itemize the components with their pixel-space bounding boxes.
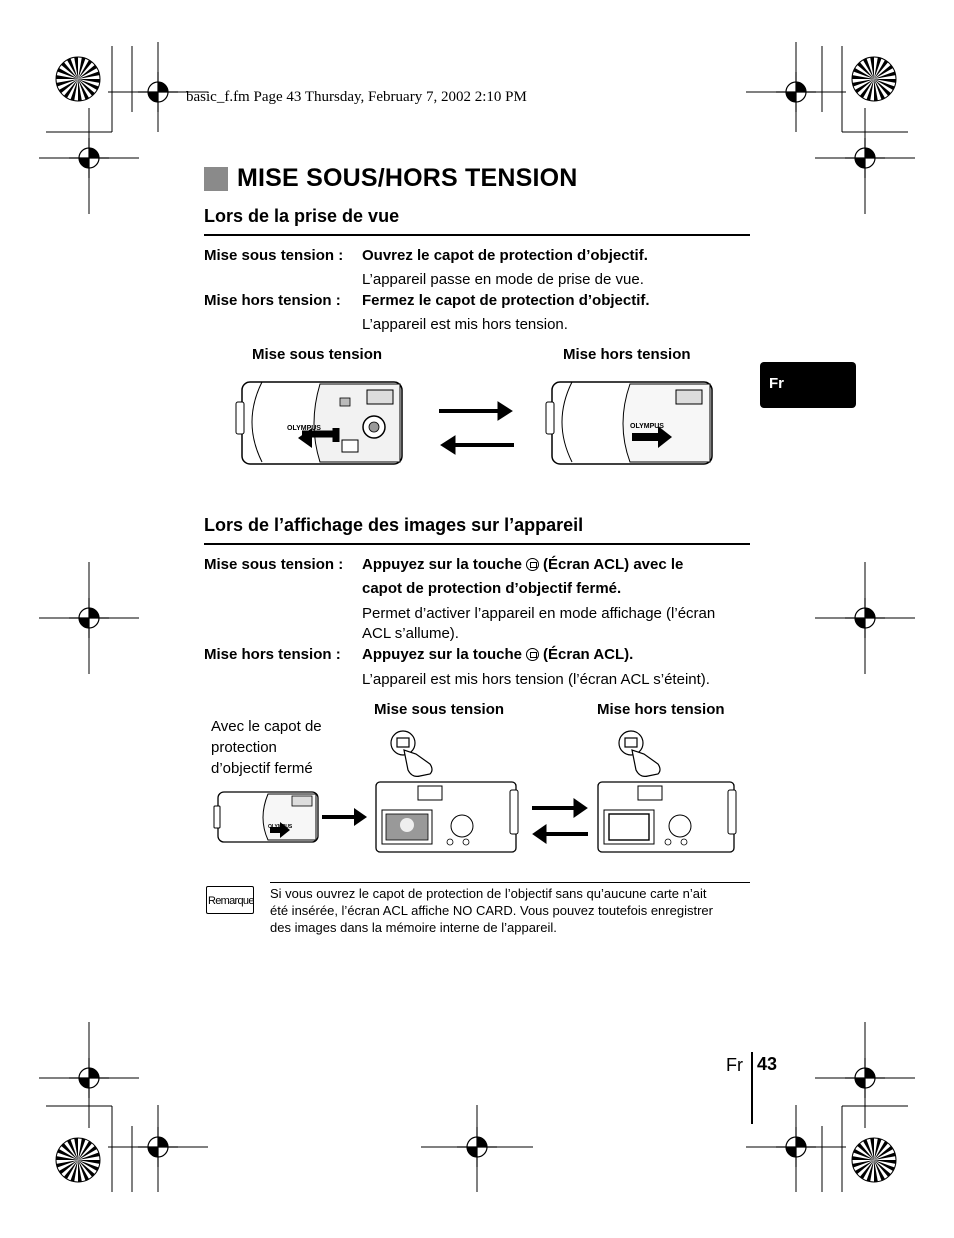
page-title: MISE SOUS/HORS TENSION xyxy=(237,164,578,192)
lcd-monitor-icon xyxy=(526,648,540,661)
power-off-label: Mise hors tension : xyxy=(204,292,341,309)
print-header: basic_f.fm Page 43 Thursday, February 7,… xyxy=(186,89,527,105)
note-icon: Remarque xyxy=(206,886,254,914)
playback-on-instruction: Appuyez sur la touche (Écran ACL) avec le xyxy=(362,556,683,573)
footer-language: Fr xyxy=(726,1055,743,1075)
playback-on-instruction-cont: capot de protection d’objectif fermé. xyxy=(362,580,622,597)
page-title-block: MISE SOUS/HORS TENSION xyxy=(204,164,578,193)
note-text: Si vous ouvrez le capot de protection de… xyxy=(270,882,750,936)
playback-off-instruction: Appuyez sur la touche (Écran ACL). xyxy=(362,646,633,663)
playback-on-label: Mise sous tension : xyxy=(204,556,344,573)
note-line: Si vous ouvrez le capot de protection de… xyxy=(270,886,707,901)
lcd-monitor-icon xyxy=(526,558,540,571)
playback-on-result-2: ACL s’allume). xyxy=(362,625,459,642)
power-off-result: L’appareil est mis hors tension. xyxy=(362,316,568,333)
section-heading-shooting: Lors de la prise de vue xyxy=(204,206,750,236)
note-line: été insérée, l’écran ACL affiche NO CARD… xyxy=(270,903,713,918)
power-off-instruction: Fermez le capot de protection d’objectif… xyxy=(362,292,650,309)
figure1-caption-on: Mise sous tension xyxy=(252,346,383,363)
figure2-caption-on: Mise sous tension xyxy=(374,701,505,718)
playback-on-text-b: (Écran ACL) avec le xyxy=(543,556,684,573)
camera-front-closed xyxy=(213,791,319,843)
camera-front-open xyxy=(235,381,403,465)
power-on-instruction: Ouvrez le capot de protection d’objectif… xyxy=(362,247,648,264)
figure2-left-note: Avec le capot de protection d’objectif f… xyxy=(211,716,322,779)
figure1-camera-illustration: OLYMPUS OLYMPUS xyxy=(235,381,713,465)
power-on-label: Mise sous tension : xyxy=(204,247,344,264)
figure2-left-note-line: protection xyxy=(211,739,277,756)
note-line: des images dans la mémoire interne de l’… xyxy=(270,920,557,935)
playback-off-text-b: (Écran ACL). xyxy=(543,646,634,663)
camera-back-lcd-off xyxy=(597,781,737,853)
language-tab: Fr xyxy=(760,362,856,408)
section-heading-playback: Lors de l’affichage des images sur l’app… xyxy=(204,515,750,545)
power-on-result: L’appareil passe en mode de prise de vue… xyxy=(362,271,644,288)
figure2-caption-off: Mise hors tension xyxy=(597,701,725,718)
figure2-left-note-line: Avec le capot de xyxy=(211,718,322,735)
brand-text: OLYMPUS xyxy=(287,425,321,432)
figure2-camera-illustration: OLYMPUS xyxy=(213,730,737,853)
toggle-arrows xyxy=(532,798,588,844)
footer-divider xyxy=(751,1052,753,1124)
playback-off-result: L’appareil est mis hors tension (l’écran… xyxy=(362,671,710,688)
playback-on-result-1: Permet d’activer l’appareil en mode affi… xyxy=(362,605,716,622)
toggle-arrows xyxy=(439,401,514,455)
title-square-icon xyxy=(204,166,228,191)
press-button-icon xyxy=(618,730,661,777)
playback-off-text-a: Appuyez sur la touche xyxy=(362,646,523,663)
camera-back-lcd-on xyxy=(375,781,519,853)
playback-off-label: Mise hors tension : xyxy=(204,646,341,663)
playback-on-text-a: Appuyez sur la touche xyxy=(362,556,523,573)
page-number: 43 xyxy=(757,1054,778,1074)
figure2-left-note-line: d’objectif fermé xyxy=(211,760,313,777)
figure1-caption-off: Mise hors tension xyxy=(563,346,691,363)
brand-text: OLYMPUS xyxy=(630,423,664,430)
camera-front-closed xyxy=(545,381,713,465)
press-button-icon xyxy=(390,730,433,777)
